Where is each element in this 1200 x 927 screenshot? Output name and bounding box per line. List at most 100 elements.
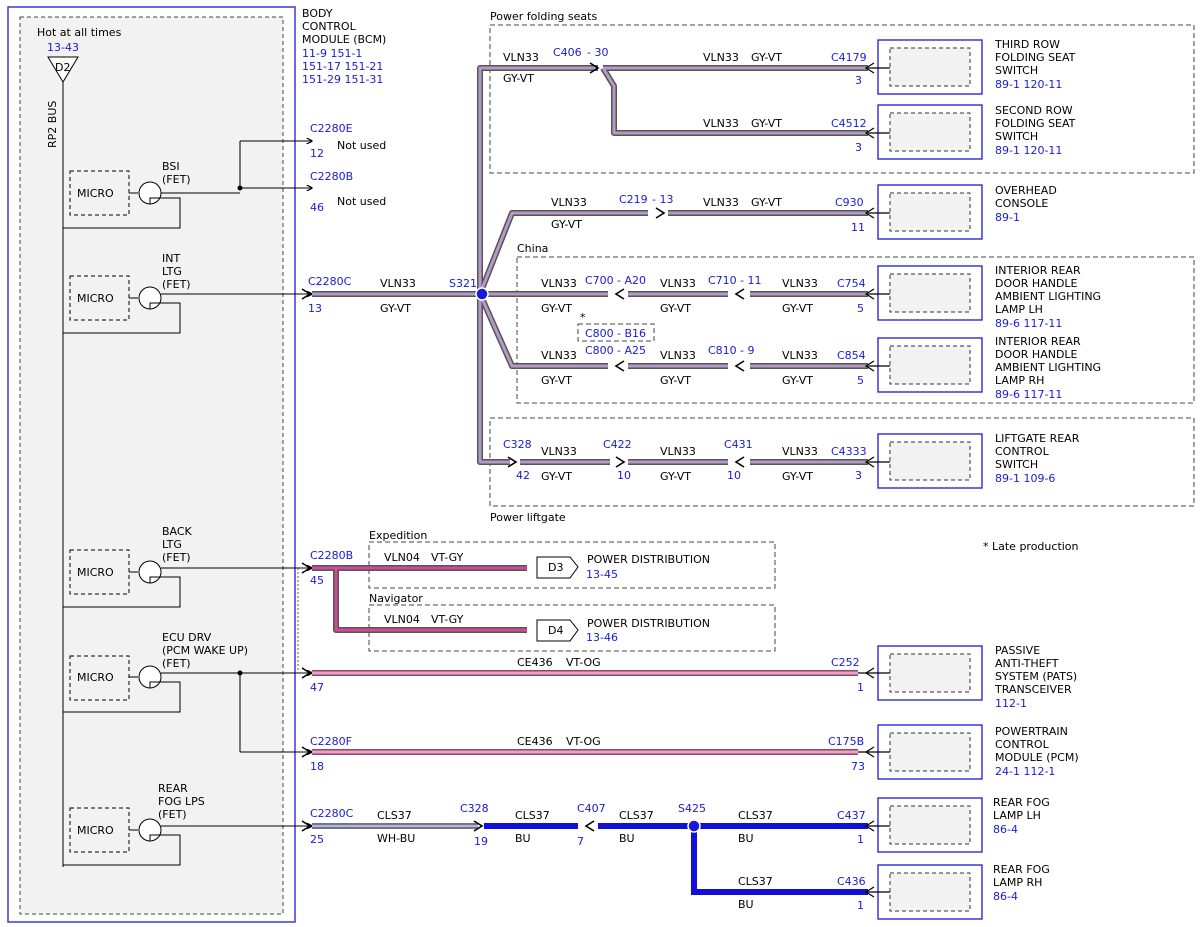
fet-fog-2: FOG LPS: [158, 795, 205, 808]
wire-label: VLN33: [782, 445, 818, 458]
wire-label: GY-VT: [751, 117, 782, 130]
group-china: China: [517, 242, 548, 255]
pcm-name-2: CONTROL: [995, 738, 1050, 751]
connector-label: C930: [835, 196, 864, 209]
bus-tag-shape: [47, 56, 79, 83]
bcm-ref-3: 151-29 151-31: [302, 73, 383, 86]
wire-label: VLN33: [541, 445, 577, 458]
connector-pin: 3: [855, 469, 862, 482]
wire-label: VLN33: [703, 117, 739, 130]
wire-label: WH-BU: [377, 832, 415, 845]
wire-label: GY-VT: [503, 72, 534, 85]
rp2-bus-label: RP2 BUS: [46, 101, 59, 148]
c2280e-label: C2280E: [310, 122, 353, 135]
fet-fog-1: REAR: [158, 782, 188, 795]
connector-pin: 47: [310, 681, 324, 694]
wire-label: VLN33: [551, 196, 587, 209]
wire-label: GY-VT: [380, 302, 411, 315]
junction-dot: [237, 670, 243, 676]
connector-label: C2280C: [308, 275, 352, 288]
fog-rh-refs: 86-4: [993, 890, 1018, 903]
micro-label: MICRO: [77, 671, 114, 684]
splice-s425: [687, 819, 701, 833]
wire-label: GY-VT: [660, 302, 691, 315]
wire-label: VLN33: [703, 196, 739, 209]
connector-label: C2280C: [310, 807, 354, 820]
wire-label: CE436: [517, 735, 553, 748]
c2280b-pin: 46: [310, 201, 324, 214]
connector-pin: 42: [516, 469, 530, 482]
wire-label: CE436: [517, 656, 553, 669]
pcm-name-3: MODULE (PCM): [995, 751, 1079, 764]
group-navigator: Navigator: [369, 592, 423, 605]
not-used-1: Not used: [337, 139, 386, 152]
bcm-module: [7, 6, 296, 923]
connector-pin: 1: [857, 681, 864, 694]
fet-ecu-3: (FET): [162, 657, 191, 670]
wire-label: CLS37: [377, 809, 412, 822]
wire-label: CLS37: [738, 875, 773, 888]
connector-pin: 3: [855, 141, 862, 154]
not-used-2: Not used: [337, 195, 386, 208]
d4-label: POWER DISTRIBUTION: [587, 617, 710, 630]
connector-pin: 5: [857, 374, 864, 387]
connector-label: C4333: [831, 445, 867, 458]
d4-shape: [536, 619, 579, 642]
micro-label: MICRO: [77, 187, 114, 200]
fet-back-1: BACK: [162, 525, 193, 538]
third-row-name-3: SWITCH: [995, 64, 1038, 77]
connector-label: C436: [837, 875, 866, 888]
wire-label: GY-VT: [541, 374, 572, 387]
connector-label: C4179: [831, 51, 867, 64]
fet-bsi-2: (FET): [162, 173, 191, 186]
rear-rh-refs: 89-6 117-11: [995, 388, 1062, 401]
second-row-refs: 89-1 120-11: [995, 144, 1062, 157]
micro-label: MICRO: [77, 566, 114, 579]
fet-int-1: INT: [162, 252, 180, 265]
connector-label: C406: [553, 46, 582, 59]
overhead-refs: 89-1: [995, 211, 1020, 224]
connector-label: C407: [577, 802, 606, 815]
connector-pin: 18: [310, 760, 324, 773]
fog-lh-refs: 86-4: [993, 823, 1018, 836]
fet-back-2: LTG: [162, 538, 182, 551]
wire-label: VLN04: [384, 551, 420, 564]
connector-pin: - B16: [617, 327, 646, 340]
wire-label: VT-GY: [431, 613, 464, 626]
pats-name-1: PASSIVE: [995, 644, 1040, 657]
splice-label: S321: [449, 277, 477, 290]
late-production-note: * Late production: [983, 540, 1079, 553]
connector-pin: 13: [308, 302, 322, 315]
fet-ecu-1: ECU DRV: [162, 631, 212, 644]
connector-pin: 10: [617, 469, 631, 482]
liftgate-name-3: SWITCH: [995, 458, 1038, 471]
pcm-name-1: POWERTRAIN: [995, 725, 1068, 738]
wire-label: GY-VT: [782, 470, 813, 483]
connector-pin: 19: [474, 835, 488, 848]
group-expedition: Expedition: [369, 529, 427, 542]
micro-fet-group: [63, 141, 312, 866]
bcm-ref-2: 151-17 151-21: [302, 60, 383, 73]
pcm-refs: 24-1 112-1: [995, 765, 1055, 778]
wire-label: GY-VT: [551, 218, 582, 231]
wire-label: GY-VT: [782, 374, 813, 387]
connector-pin: 3: [855, 74, 862, 87]
connector-pin: 1: [857, 899, 864, 912]
c2280b-label: C2280B: [310, 170, 353, 183]
connector-label: C422: [603, 438, 632, 451]
fog-rh-name-2: LAMP RH: [993, 876, 1042, 889]
connector-pin: 73: [851, 760, 865, 773]
bcm-ref-1: 11-9 151-1: [302, 47, 362, 60]
connector-pin: 25: [310, 833, 324, 846]
d3-tag: D3: [548, 561, 563, 574]
rear-rh-name-4: LAMP RH: [995, 374, 1044, 387]
rear-lh-refs: 89-6 117-11: [995, 317, 1062, 330]
fet-int-2: LTG: [162, 265, 182, 278]
fog-lh-name-1: REAR FOG: [993, 796, 1050, 809]
wire-label: VLN33: [380, 277, 416, 290]
wire-label: CLS37: [515, 809, 550, 822]
wire-label: CLS37: [619, 809, 654, 822]
wire-label: VLN33: [703, 51, 739, 64]
connector-pin: 11: [851, 221, 865, 234]
